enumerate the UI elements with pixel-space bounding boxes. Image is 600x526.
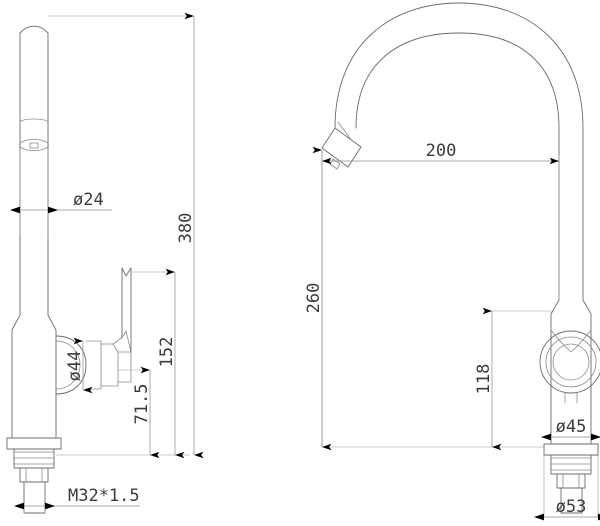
lock-nut (19, 467, 49, 483)
threaded-shank (13, 448, 55, 469)
front-view-geometry (321, 2, 600, 514)
aerator-joint-upper (19, 118, 49, 123)
handle-base-taper (125, 330, 132, 353)
handle-base-block (117, 351, 132, 383)
arrow-m32-right (45, 502, 55, 510)
front-inlet-stem (560, 487, 583, 514)
front-thread-lines (550, 457, 592, 471)
handle-hub (100, 343, 119, 387)
front-body-right (582, 299, 592, 445)
arrow-dia53-left (534, 513, 544, 521)
gooseneck-outer-curve (334, 2, 584, 301)
handle-lever-stem (121, 267, 132, 353)
front-threaded-shank (550, 454, 592, 475)
lock-nut-facets (25, 467, 43, 483)
aerator-head-seam (337, 121, 353, 142)
arrow-dia24-right (48, 206, 58, 214)
spout-tube-cap (19, 25, 49, 34)
dim-label-dia24: ø24 (73, 190, 104, 210)
dim-label-dia45: ø45 (556, 417, 587, 437)
front-view-dimensions: 200 260 118 ø45 ø53 (304, 141, 600, 521)
dim-label-118: 118 (474, 364, 494, 395)
handle-lever-tip (121, 267, 132, 277)
front-body-left (550, 299, 560, 445)
gooseneck-inner-curve (355, 32, 560, 301)
body-right-profile (47, 314, 57, 439)
handle-ring-inner (545, 336, 597, 388)
inlet-stem (23, 481, 46, 514)
aerator-head (321, 127, 362, 168)
arrow-dia45-right (591, 433, 600, 441)
dim-label-715: 71.5 (132, 384, 152, 425)
base-flange (6, 437, 62, 450)
side-view-dimensions: ø24 380 152 71.5 ø44 M32*1.5 (10, 12, 204, 513)
arrow-dia24-left (10, 206, 20, 214)
body-left-profile (11, 314, 21, 439)
handle-wing-seam (550, 329, 592, 353)
dim-label-152: 152 (157, 337, 177, 368)
arrow-dia45-left (541, 433, 551, 441)
front-lock-nut-facets (562, 473, 580, 489)
side-view-geometry (6, 25, 132, 514)
dim-label-m32: M32*1.5 (68, 486, 140, 506)
handle-hub-chamfer (112, 330, 127, 345)
thread-lines (13, 451, 55, 465)
arrow-m32-left (14, 502, 24, 510)
dim-label-200: 200 (426, 141, 457, 161)
handle-ring-base-seam (564, 392, 578, 404)
handle-ring-outer (539, 330, 600, 394)
dim-label-380: 380 (176, 213, 196, 244)
front-base-flange (543, 443, 599, 456)
aerator-nub (29, 142, 39, 149)
dim-label-dia53: ø53 (556, 497, 587, 517)
dim-label-260: 260 (304, 283, 324, 314)
aerator-ring (19, 139, 49, 151)
front-lock-nut (556, 473, 586, 489)
dim-label-dia44: ø44 (65, 351, 85, 382)
cartridge-collar (85, 340, 102, 390)
handle-hub-front (552, 343, 590, 381)
